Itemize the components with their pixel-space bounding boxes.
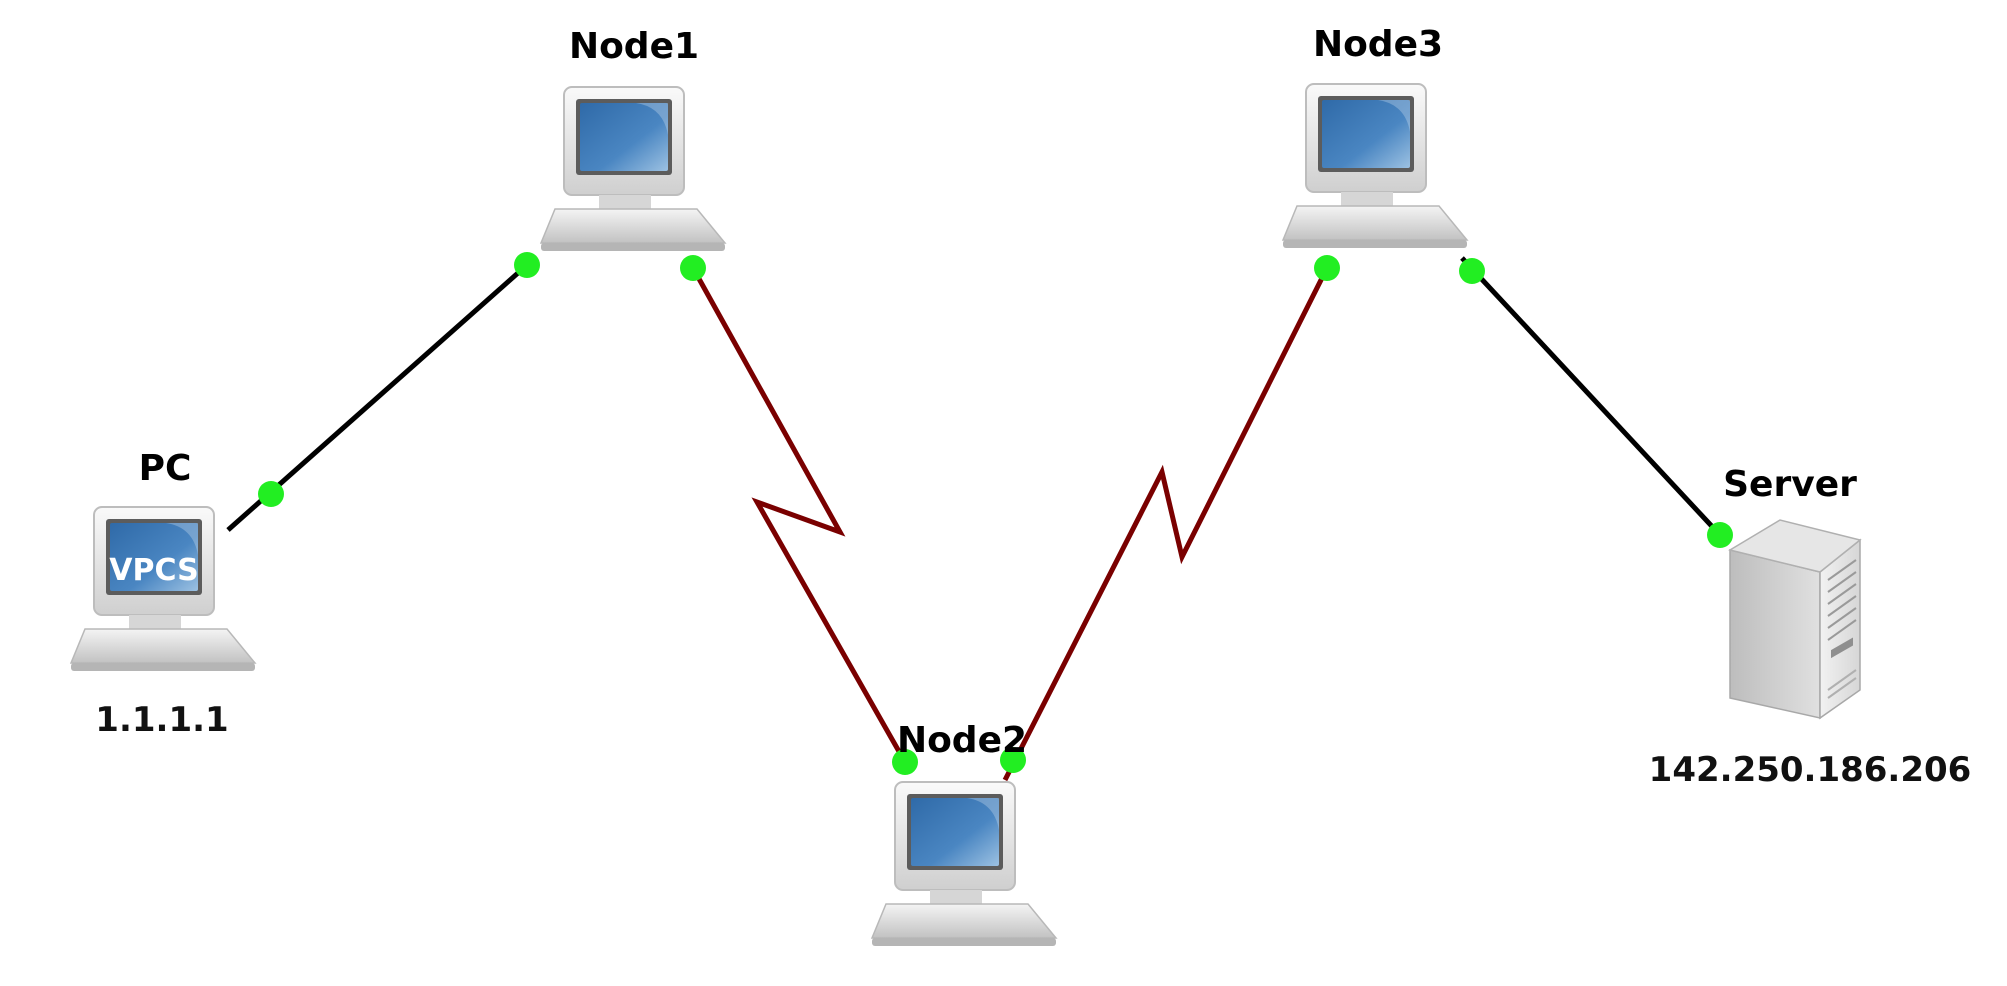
port-status-dot[interactable]	[892, 749, 918, 775]
port-status-dot[interactable]	[1459, 258, 1485, 284]
node-server[interactable]	[1728, 519, 1862, 720]
link-node2-node3[interactable]	[1002, 266, 1330, 782]
server-tower-icon	[1728, 519, 1862, 720]
link-node3-server[interactable]	[1460, 256, 1722, 537]
port-status-dot[interactable]	[1314, 255, 1340, 281]
node-node2[interactable]	[871, 781, 1057, 947]
address-label-server: 142.250.186.206	[1648, 750, 1972, 790]
node-label-server: Server	[1723, 464, 1857, 505]
node-pc[interactable]: VPCS	[70, 506, 256, 672]
computer-icon	[1282, 83, 1468, 249]
address-label-pc: 1.1.1.1	[95, 700, 229, 740]
port-status-dot[interactable]	[1707, 522, 1733, 548]
node-label-node1: Node1	[568, 26, 700, 67]
computer-icon	[540, 86, 726, 252]
node-node3[interactable]	[1282, 83, 1468, 249]
port-status-dot[interactable]	[258, 481, 284, 507]
computer-icon	[871, 781, 1057, 947]
node-label-node2: Node2	[896, 720, 1028, 761]
vpcs-computer-icon	[70, 506, 256, 672]
ports	[258, 252, 1733, 775]
node-node1[interactable]	[540, 86, 726, 252]
port-status-dot[interactable]	[1000, 747, 1026, 773]
link-node1-node2[interactable]	[690, 266, 908, 764]
vpcs-screen-text: VPCS	[109, 553, 198, 588]
node-label-node3: Node3	[1312, 24, 1444, 65]
port-status-dot[interactable]	[680, 255, 706, 281]
node-label-pc: PC	[138, 448, 192, 489]
port-status-dot[interactable]	[514, 252, 540, 278]
